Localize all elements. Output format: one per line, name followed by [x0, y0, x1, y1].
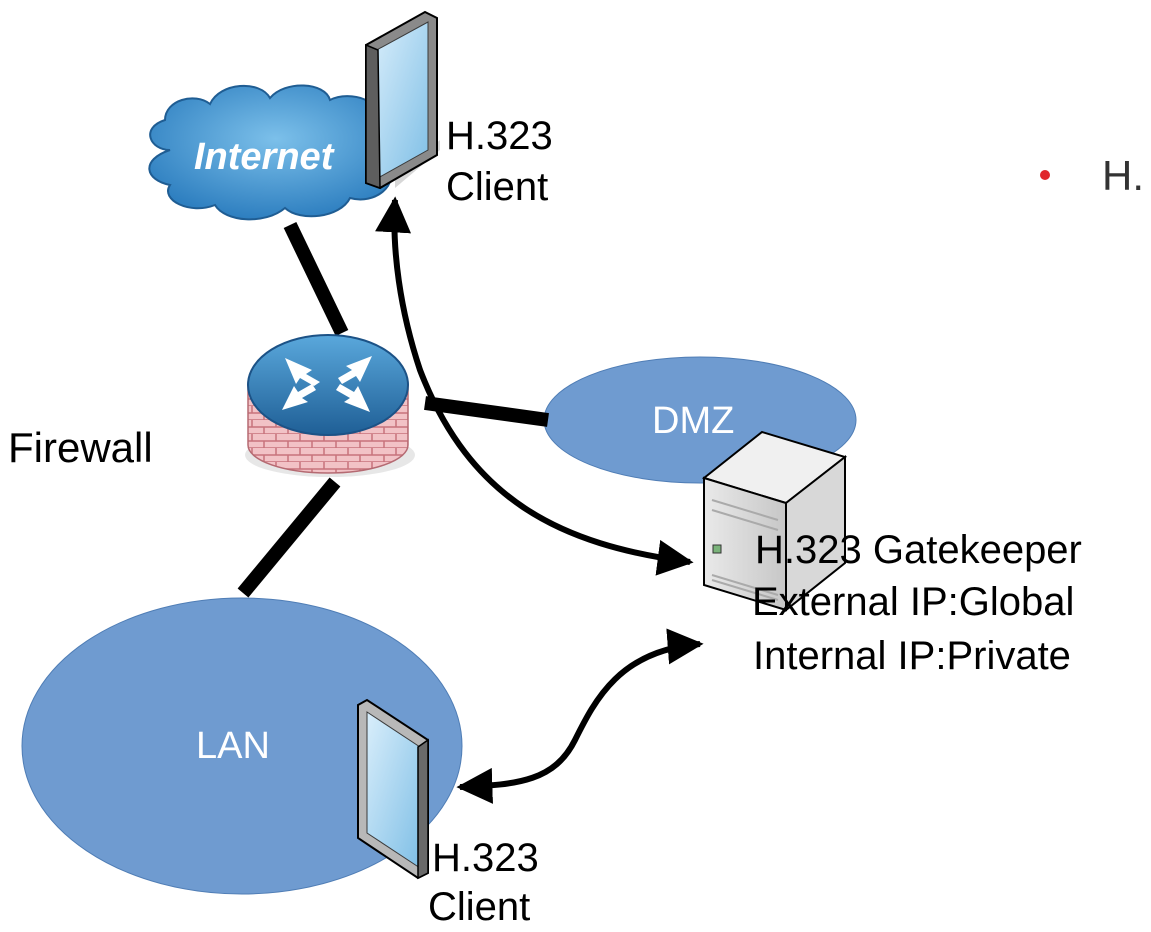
gatekeeper-label-line3: Internal IP:Private: [753, 634, 1071, 678]
internet-label: Internet: [194, 136, 334, 178]
firewall-label: Firewall: [8, 424, 153, 471]
internet-client-device-icon: [365, 10, 440, 190]
internet-client-label-line2: Client: [446, 165, 549, 209]
dmz-label: DMZ: [652, 400, 735, 442]
gatekeeper-label-line1: H.323 Gatekeeper: [755, 528, 1082, 572]
gatekeeper-label-line2: External IP:Global: [752, 580, 1075, 624]
bullet-dot-icon: [1040, 170, 1050, 180]
firewall-router-icon: [245, 334, 415, 477]
link-internet-firewall: [283, 221, 349, 337]
signaling-arrow-internet-client: [375, 196, 694, 576]
internet-client-label-line1: H.323: [446, 114, 553, 158]
lan-client-device-icon: [357, 698, 429, 880]
lan-label: LAN: [196, 725, 270, 767]
signaling-arrow-lan-client: [456, 628, 704, 804]
lan-client-label-line2: Client: [428, 885, 531, 929]
bullet-text: H.: [1102, 152, 1144, 199]
gatekeeper-server-icon: [701, 430, 848, 613]
link-firewall-lan: [237, 477, 341, 598]
lan-client-label-line1: H.323: [432, 836, 539, 880]
